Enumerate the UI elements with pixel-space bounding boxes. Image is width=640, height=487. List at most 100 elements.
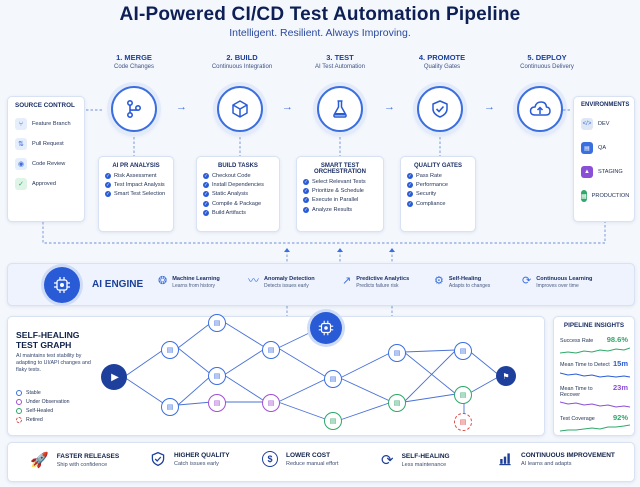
check-icon: ✓ [407, 182, 413, 189]
feature-title: Continuous Learning [536, 276, 593, 282]
feature-sub: Adapts to changes [448, 283, 491, 289]
merge-node[interactable] [111, 86, 157, 132]
feature-sub: Detects issues early [264, 283, 309, 289]
stage-sub: Quality Gates [423, 64, 461, 70]
arrow-right-icon: → [484, 101, 495, 113]
stage-promote: 4. PROMOTE Quality Gates [406, 53, 478, 70]
env-item-dev[interactable]: </> DEV [581, 112, 627, 136]
graph-start-node[interactable]: ▶ [101, 364, 127, 390]
graph-node-stable[interactable]: ▤ [324, 370, 342, 388]
legend-retired: Retired [16, 417, 70, 423]
check-icon: ✓ [203, 209, 209, 216]
graph-node-stable[interactable]: ▤ [262, 341, 280, 359]
page-subtitle: Intelligent. Resilient. Always Improving… [229, 27, 411, 39]
sc-item-approved[interactable]: ✓ Approved [15, 174, 77, 194]
task-item: ✓Performance [407, 182, 469, 189]
benefit-sub: Reduce manual effort [286, 460, 339, 467]
legend-label: Retired [26, 417, 43, 423]
insight-label: Test Coverage [560, 416, 595, 422]
env-item-production[interactable]: ▦ PRODUCTION [581, 184, 630, 208]
legend-label: Under Observation [26, 399, 70, 405]
graph-node-stable[interactable]: ▤ [208, 314, 226, 332]
panel-title: QUALITY GATES [413, 163, 463, 169]
check-icon: ✓ [203, 200, 209, 207]
env-label: PRODUCTION [591, 193, 630, 199]
task-item: ✓Compile & Package [203, 200, 273, 207]
refresh-icon: ⟳ [522, 275, 532, 287]
sparkline [560, 347, 630, 354]
feature-title: Machine Learning [172, 276, 220, 282]
shield-check-icon [151, 451, 165, 467]
brain-icon [54, 277, 70, 293]
promote-node[interactable] [417, 86, 463, 132]
env-item-staging[interactable]: ▲ STAGING [581, 160, 627, 184]
sc-item-pull-request[interactable]: ⇅ Pull Request [15, 134, 77, 154]
check-icon: ✓ [303, 206, 309, 213]
task-item: ✓Risk Assessment [105, 173, 167, 179]
graph-node-self-healed[interactable]: ▤ [388, 394, 406, 412]
check-icon: ✓ [203, 182, 209, 189]
insight-label: Mean Time to Recover [560, 386, 593, 398]
environments-panel: ENVIRONMENTS </> DEV ▤ QA ▲ STAGING ▦ PR… [573, 96, 635, 222]
feature-title: Anomaly Detection [264, 276, 315, 282]
pulse-icon: 〰 [248, 275, 259, 287]
environments-title: ENVIRONMENTS [581, 102, 630, 108]
task-label: Static Analysis [212, 191, 249, 198]
graph-node-stable[interactable]: ▤ [454, 342, 472, 360]
stage-deploy: 5. DEPLOY Continuous Delivery [504, 53, 590, 70]
task-item: ✓Execute in Parallel [303, 197, 377, 204]
insights-title: PIPELINE INSIGHTS [563, 322, 625, 329]
task-label: Build Artifacts [212, 209, 246, 216]
graph-node-self-healed[interactable]: ▤ [324, 412, 342, 430]
finish-flag-icon[interactable]: ⚑ [496, 366, 516, 386]
source-control-panel: SOURCE CONTROL ⑂ Feature Branch ⇅ Pull R… [7, 96, 85, 222]
source-control-title: SOURCE CONTROL [15, 102, 75, 109]
graph-node-retired[interactable]: ▤ [454, 413, 472, 431]
insight-label: Success Rate [560, 338, 594, 344]
task-item: ✓Compliance [407, 200, 469, 207]
stage-build: 2. BUILD Continuous Integration [199, 53, 285, 70]
graph-node-stable[interactable]: ▤ [161, 341, 179, 359]
sc-item-feature-branch[interactable]: ⑂ Feature Branch [15, 114, 77, 134]
brain-icon [318, 320, 334, 336]
panel-title: BUILD TASKS [218, 163, 258, 169]
sc-item-label: Feature Branch [32, 121, 71, 127]
task-label: Compile & Package [212, 200, 262, 207]
graph-node-stable[interactable]: ▤ [161, 398, 179, 416]
insight-value: 92% [612, 413, 628, 422]
arrow-right-icon: → [282, 101, 293, 113]
bar-chart-icon [499, 453, 511, 466]
env-item-qa[interactable]: ▤ QA [581, 136, 627, 160]
graph-node-stable[interactable]: ▤ [208, 367, 226, 385]
check-icon: ✓ [303, 179, 309, 185]
benefit-sub: Catch issues early [174, 460, 219, 467]
shield-check-icon [432, 100, 448, 118]
check-icon: ✓ [407, 200, 413, 207]
graph-title-line1: SELF-HEALING [16, 330, 80, 340]
task-label: Select Relevant Tests [312, 179, 366, 185]
stage-test: 3. TEST AI Test Automation [302, 53, 378, 70]
build-node[interactable] [217, 86, 263, 132]
legend-dot [16, 408, 22, 414]
graph-node-under-observation[interactable]: ▤ [262, 394, 280, 412]
task-item: ✓Analyze Results [303, 206, 377, 213]
stage-label: 3. TEST [326, 53, 354, 62]
task-item: ✓Build Artifacts [203, 209, 273, 216]
graph-node-stable[interactable]: ▤ [388, 344, 406, 362]
sc-item-code-review[interactable]: ◉ Code Review [15, 154, 77, 174]
deploy-node[interactable] [517, 86, 563, 132]
test-node[interactable] [317, 86, 363, 132]
feature-sub: Improves over time [536, 283, 579, 289]
graph-ai-hub-node[interactable] [310, 312, 342, 344]
graph-node-under-observation[interactable]: ▤ [208, 394, 226, 412]
task-label: Smart Test Selection [114, 191, 166, 198]
graph-node-self-healed[interactable]: ▤ [454, 386, 472, 404]
